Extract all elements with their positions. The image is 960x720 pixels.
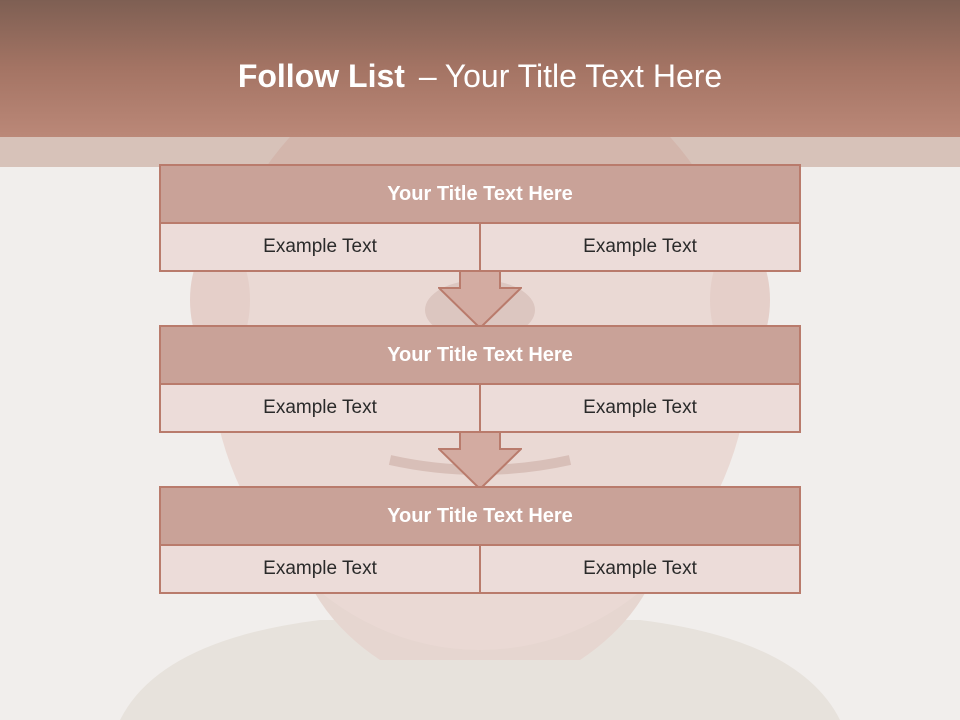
list-block-2[interactable]: Your Title Text Here Example Text Exampl… bbox=[159, 325, 801, 433]
slide-title: Follow List–Your Title Text Here bbox=[0, 56, 960, 96]
block-row: Example Text Example Text bbox=[161, 546, 799, 592]
title-rest: Your Title Text Here bbox=[444, 58, 723, 94]
block-cell-right: Example Text bbox=[479, 546, 799, 592]
list-block-1[interactable]: Your Title Text Here Example Text Exampl… bbox=[159, 164, 801, 272]
block-title: Your Title Text Here bbox=[161, 166, 799, 224]
block-cell-left: Example Text bbox=[161, 385, 479, 431]
block-cell-right: Example Text bbox=[479, 385, 799, 431]
block-cell-left: Example Text bbox=[161, 224, 479, 270]
slide-header: Follow List–Your Title Text Here bbox=[0, 0, 960, 137]
title-bold: Follow List bbox=[237, 58, 405, 94]
down-arrow-icon bbox=[438, 270, 522, 330]
down-arrow-icon bbox=[438, 431, 522, 491]
block-row: Example Text Example Text bbox=[161, 224, 799, 270]
block-title: Your Title Text Here bbox=[161, 488, 799, 546]
block-cell-left: Example Text bbox=[161, 546, 479, 592]
block-cell-right: Example Text bbox=[479, 224, 799, 270]
block-row: Example Text Example Text bbox=[161, 385, 799, 431]
title-separator: – bbox=[418, 58, 437, 94]
list-block-3[interactable]: Your Title Text Here Example Text Exampl… bbox=[159, 486, 801, 594]
block-title: Your Title Text Here bbox=[161, 327, 799, 385]
header-band bbox=[0, 137, 960, 167]
